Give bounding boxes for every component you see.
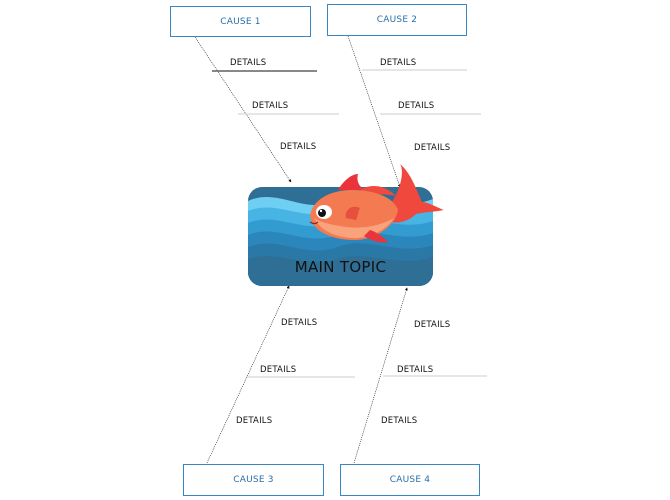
main-topic-label: MAIN TOPIC (294, 258, 387, 276)
detail-label[interactable]: DETAILS (397, 365, 434, 375)
detail-label[interactable]: DETAILS (281, 318, 318, 328)
detail-label[interactable]: DETAILS (414, 320, 451, 330)
detail-label[interactable]: DETAILS (236, 416, 273, 426)
detail-label[interactable]: DETAILS (230, 58, 267, 68)
spine-cause-3 (206, 285, 290, 464)
detail-label[interactable]: DETAILS (380, 58, 417, 68)
detail-label[interactable]: DETAILS (398, 101, 435, 111)
goldfish-icon (309, 164, 444, 243)
detail-label[interactable]: DETAILS (280, 142, 317, 152)
detail-label[interactable]: DETAILS (414, 143, 451, 153)
cause-2-box[interactable]: CAUSE 2 (327, 4, 467, 36)
detail-label[interactable]: DETAILS (260, 365, 297, 375)
spine-cause-2 (347, 35, 401, 188)
cause-1-box[interactable]: CAUSE 1 (170, 6, 311, 37)
spine-cause-1 (194, 36, 292, 183)
spine-cause-4 (353, 287, 408, 464)
detail-label[interactable]: DETAILS (252, 101, 289, 111)
cause-4-box[interactable]: CAUSE 4 (340, 464, 480, 496)
detail-label[interactable]: DETAILS (381, 416, 418, 426)
cause-3-box[interactable]: CAUSE 3 (183, 464, 324, 496)
